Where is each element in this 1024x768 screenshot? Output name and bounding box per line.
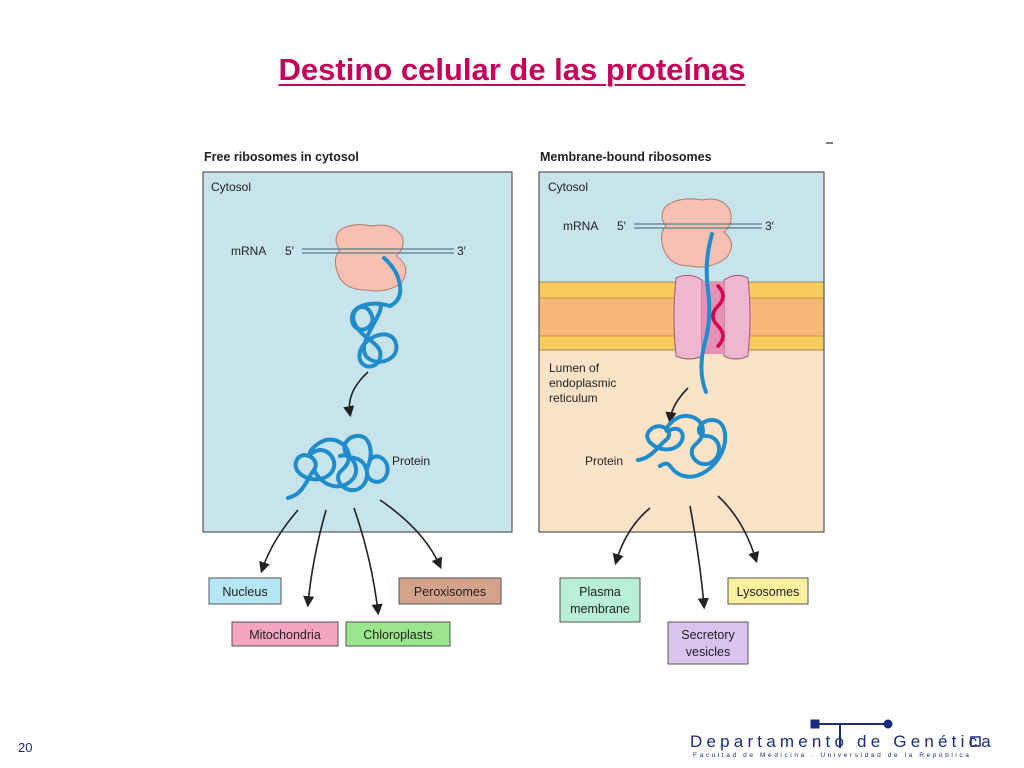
right-protein-label: Protein	[585, 454, 623, 468]
right-mrna-label: mRNA	[563, 219, 598, 233]
dest-lysosomes: Lysosomes	[727, 577, 809, 605]
svg-text:Mitochondria: Mitochondria	[249, 628, 321, 642]
department-name: Departamento de Genética	[690, 732, 995, 751]
slide-number: 20	[18, 740, 33, 755]
left-three-prime: 3′	[457, 244, 467, 258]
dest-mitochondria: Mitochondria	[231, 621, 339, 647]
lumen-label-line2: endoplasmic	[549, 376, 616, 390]
left-destination-arrows	[259, 499, 442, 616]
slide-title: Destino celular de las proteínas	[278, 52, 746, 87]
right-ribosome	[660, 198, 732, 268]
dest-chloroplasts: Chloroplasts	[345, 621, 451, 647]
left-protein	[286, 433, 390, 500]
svg-text:vesicles: vesicles	[686, 645, 730, 659]
left-ribosome	[334, 224, 407, 292]
left-protein-label: Protein	[392, 454, 430, 468]
right-fold-arrow	[665, 387, 689, 424]
svg-text:Secretory: Secretory	[681, 628, 735, 642]
right-mrna-strand	[634, 223, 762, 229]
left-fold-arrow	[343, 371, 369, 418]
right-five-prime: 5′	[617, 219, 627, 233]
left-mrna-strand	[302, 248, 454, 254]
right-protein	[636, 413, 728, 479]
lumen-label-line3: reticulum	[549, 391, 598, 405]
svg-text:Chloroplasts: Chloroplasts	[363, 628, 432, 642]
left-nascent-protein	[349, 256, 403, 369]
svg-text:Lysosomes: Lysosomes	[737, 585, 800, 599]
department-logo-icon	[810, 719, 981, 748]
right-cytosol-label: Cytosol	[548, 180, 588, 194]
dest-plasma-membrane: Plasma membrane	[559, 577, 641, 623]
right-nascent-chain	[699, 232, 725, 394]
dest-nucleus: Nucleus	[208, 577, 282, 605]
left-mrna-label: mRNA	[231, 244, 266, 258]
left-panel-heading: Free ribosomes in cytosol	[204, 150, 359, 164]
dest-peroxisomes: Peroxisomes	[398, 577, 502, 605]
department-subtitle: Facultad de Medicina · Universidad de la…	[693, 752, 972, 759]
right-three-prime: 3′	[765, 219, 775, 233]
svg-text:Nucleus: Nucleus	[222, 585, 267, 599]
right-panel-heading: Membrane-bound ribosomes	[540, 150, 712, 164]
svg-text:membrane: membrane	[570, 602, 630, 616]
dest-secretory-vesicles: Secretory vesicles	[667, 621, 749, 665]
svg-text:Peroxisomes: Peroxisomes	[414, 585, 486, 599]
svg-text:Plasma: Plasma	[579, 585, 621, 599]
left-five-prime: 5′	[285, 244, 295, 258]
right-destination-arrows	[612, 495, 760, 610]
left-cytosol-label: Cytosol	[211, 180, 251, 194]
lumen-label-line1: Lumen of	[549, 361, 600, 375]
